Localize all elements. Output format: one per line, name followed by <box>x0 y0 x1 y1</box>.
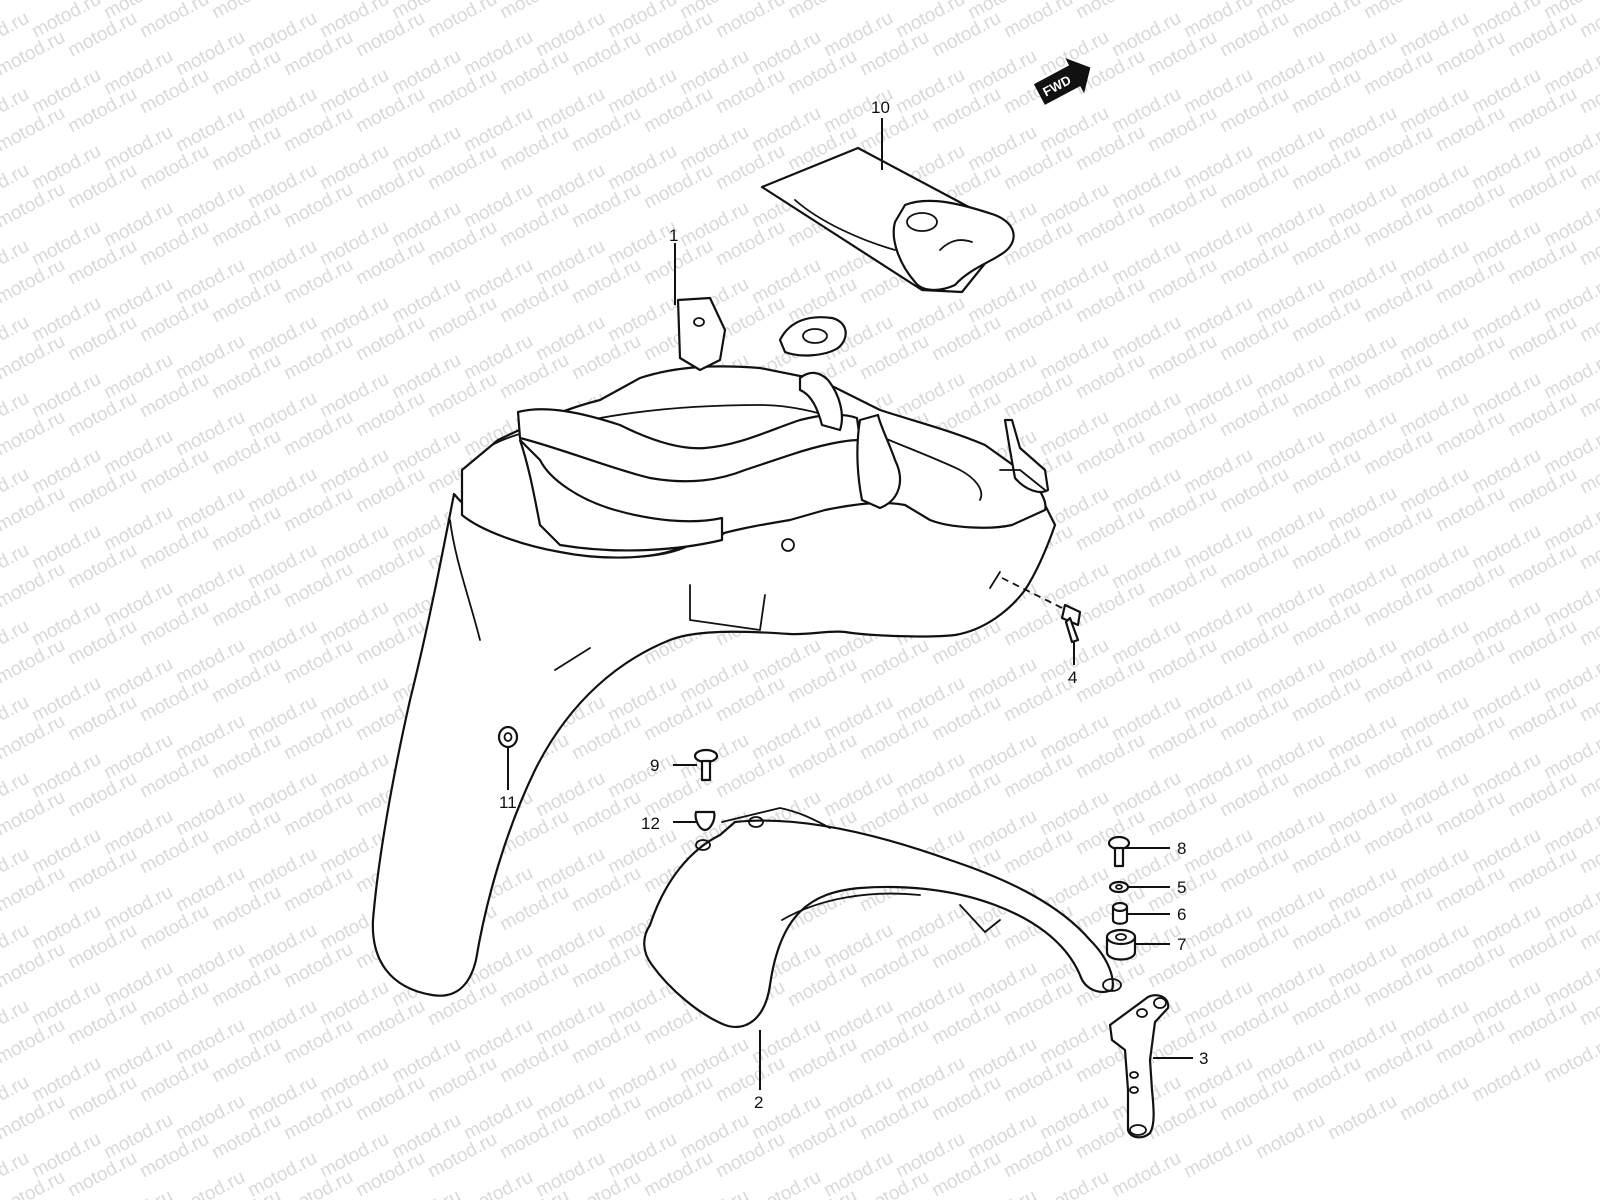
watermark-text: motod.ru <box>1360 0 1436 23</box>
part-2-mudguard <box>643 807 1122 1028</box>
watermark-text: motod.ru <box>1252 1110 1328 1164</box>
watermark-text: motod.ru <box>208 0 284 23</box>
part-8-screw <box>1107 835 1131 868</box>
part-5-washer <box>1108 880 1130 894</box>
part-9-screw <box>693 748 719 782</box>
watermark-text: motod.ru <box>496 0 572 23</box>
watermark-text: motod.ru <box>1108 1148 1184 1200</box>
watermark-text: motod.ru <box>136 0 212 42</box>
part-7-cushion <box>1105 928 1137 961</box>
part-11-grommet <box>497 725 519 749</box>
watermark-text: motod.ru <box>172 1167 248 1200</box>
watermark-text: motod.ru <box>388 1186 464 1200</box>
watermark-text: motod.ru <box>1396 1072 1472 1126</box>
callout-1: 1 <box>669 226 678 245</box>
callout-3: 3 <box>1199 1049 1208 1068</box>
callout-4: 4 <box>1068 668 1077 687</box>
watermark-text: motod.ru <box>100 1186 176 1200</box>
watermark-text: motod.ru <box>856 0 932 4</box>
part-6-spacer <box>1111 901 1129 925</box>
part-10-bag <box>760 146 1015 294</box>
watermark-text: motod.ru <box>1180 1129 1256 1183</box>
watermark-text: motod.ru <box>424 0 500 42</box>
watermark-text: motod.ru <box>964 1186 1040 1200</box>
part-3-bracket <box>1108 994 1170 1139</box>
callout-8: 8 <box>1177 839 1186 858</box>
watermark-text: motod.ru <box>1036 1167 1112 1200</box>
watermark-text: motod.ru <box>748 1167 824 1200</box>
watermark-text: motod.ru <box>568 0 644 4</box>
watermark-text: motod.ru <box>1432 0 1508 4</box>
watermark-text: motod.ru <box>1072 0 1148 23</box>
callout-12: 12 <box>641 814 660 833</box>
callout-9: 9 <box>650 756 659 775</box>
callout-2: 2 <box>754 1093 763 1112</box>
watermark-text: motod.ru <box>1144 0 1220 4</box>
watermark-text: motod.ru <box>460 1167 536 1200</box>
watermark-text: motod.ru <box>712 0 788 42</box>
watermark-text: motod.ru <box>676 1186 752 1200</box>
watermark-text: motod.ru <box>1288 0 1364 42</box>
part-4-bolt <box>1060 603 1082 644</box>
callout-10: 10 <box>871 98 890 117</box>
callout-11: 11 <box>499 793 517 812</box>
watermark-text: motod.ru <box>1324 1091 1400 1145</box>
watermark-text: motod.ru <box>1000 0 1076 42</box>
watermark-text: motod.ru <box>0 0 69 4</box>
part-1-rear-fender <box>371 296 1057 997</box>
watermark-text: motod.ru <box>280 0 356 4</box>
watermark-text: motod.ru <box>1468 1053 1544 1107</box>
callout-7: 7 <box>1177 935 1186 954</box>
callout-6: 6 <box>1177 905 1186 924</box>
callout-5: 5 <box>1177 878 1186 897</box>
watermark-text: motod.ru <box>1540 1034 1600 1088</box>
watermark-text: motod.ru <box>784 0 860 23</box>
part-12-nut <box>694 810 716 832</box>
